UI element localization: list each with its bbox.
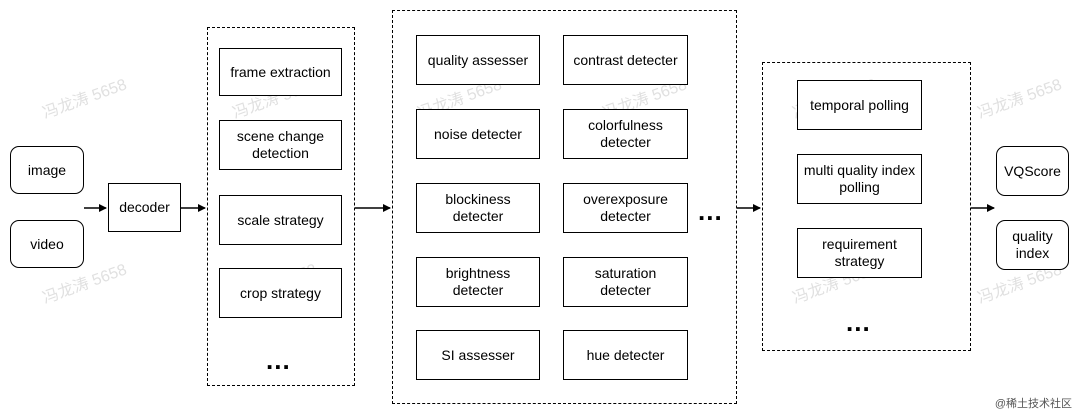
output-quality-index-node: quality index — [996, 220, 1069, 270]
overexposure-detecter-node: overexposure detecter — [563, 183, 688, 233]
si-assesser-node: SI assesser — [416, 330, 540, 380]
pooling-group — [762, 62, 971, 351]
decoder-node: decoder — [108, 183, 181, 232]
blockiness-detecter-node: blockiness detecter — [416, 183, 540, 233]
output-vqscore-node: VQScore — [996, 146, 1069, 196]
frame-extraction-node: frame extraction — [219, 48, 342, 96]
multi-quality-index-polling-node: multi quality index polling — [797, 154, 922, 204]
crop-strategy-node: crop strategy — [219, 268, 342, 318]
input-image-node: image — [10, 146, 84, 194]
noise-detecter-node: noise detecter — [416, 109, 540, 159]
detectors-group — [392, 10, 737, 404]
scale-strategy-node: scale strategy — [219, 195, 342, 245]
colorfulness-detecter-node: colorfulness detecter — [563, 109, 688, 159]
brightness-detecter-node: brightness detecter — [416, 257, 540, 307]
pooling-more-ellipsis: ... — [846, 307, 871, 337]
preprocess-group — [207, 27, 355, 386]
footer-credit: @稀土技术社区 — [994, 398, 1072, 410]
scene-change-detection-node: scene change detection — [219, 120, 342, 170]
hue-detecter-node: hue detecter — [563, 330, 688, 380]
detectors-more-ellipsis: ... — [698, 196, 723, 226]
preprocess-more-ellipsis: ... — [266, 345, 291, 375]
requirement-strategy-node: requirement strategy — [797, 228, 922, 278]
temporal-polling-node: temporal polling — [797, 80, 922, 130]
contrast-detecter-node: contrast detecter — [563, 35, 688, 85]
saturation-detecter-node: saturation detecter — [563, 257, 688, 307]
input-video-node: video — [10, 220, 84, 268]
quality-assesser-node: quality assesser — [416, 35, 540, 85]
